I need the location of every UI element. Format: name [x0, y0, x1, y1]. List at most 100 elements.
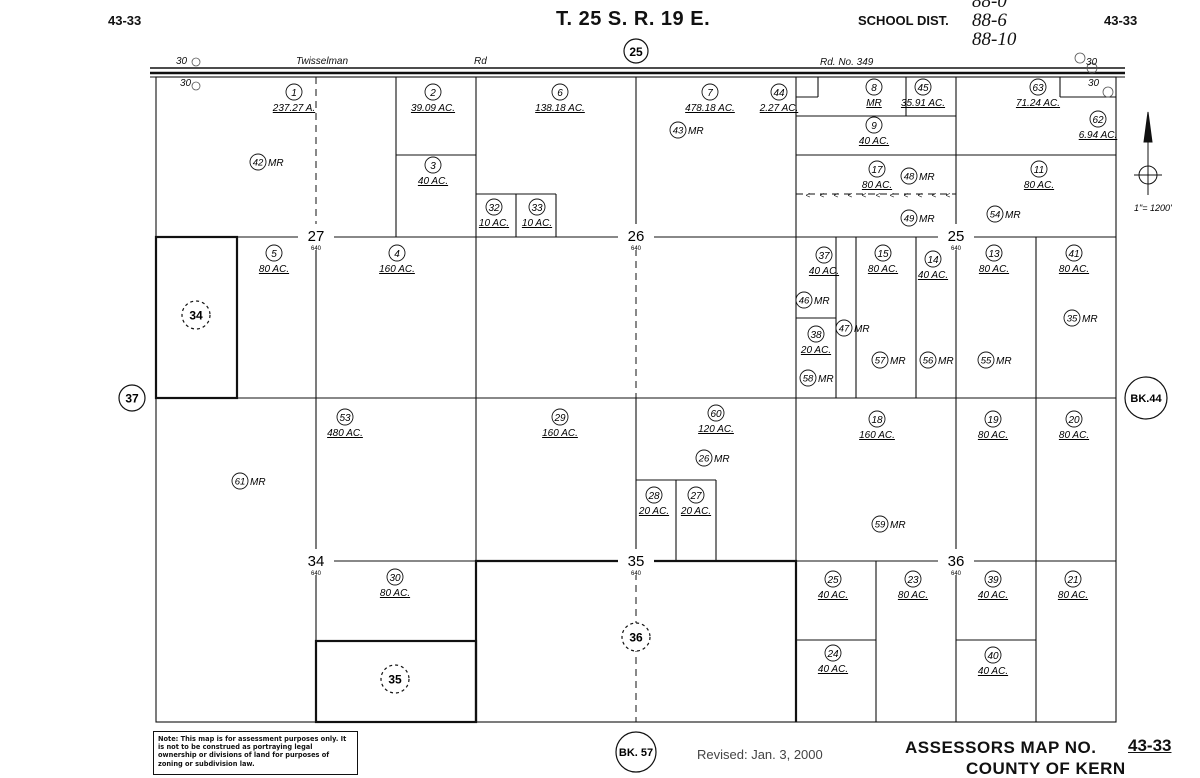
route-number: 25 [629, 45, 643, 59]
parcel-acreage: 80 AC. [898, 590, 928, 601]
mineral-rights-circle [871, 515, 889, 533]
parcel-number: 41 [1068, 249, 1079, 260]
parcel-circle [984, 410, 1002, 428]
school-district-code: 88-10 [972, 29, 1017, 50]
parcel-acreage: 80 AC. [259, 264, 289, 275]
parcel-circle [424, 83, 442, 101]
parcel-acreage: 80 AC. [1058, 590, 1088, 601]
parcel-circle [1030, 160, 1048, 178]
parcel-number: 37 [818, 251, 830, 262]
parcel-acreage: 40 AC. [809, 266, 839, 277]
section-number: 27 [308, 228, 325, 245]
route-circle [623, 38, 649, 64]
parcel-circle [1064, 570, 1082, 588]
section-label-bg [298, 549, 334, 575]
parcel-circle [551, 83, 569, 101]
parcel-acreage: 237.27 A. [272, 103, 315, 114]
mineral-rights-parcel: 54 [990, 210, 1001, 221]
parcel-circle [265, 244, 283, 262]
book-ref-34: 34 [189, 308, 203, 322]
section-dashed [315, 77, 956, 722]
section-label-bg [618, 224, 654, 250]
mineral-rights-circle [249, 153, 267, 171]
parcel-acreage: 80 AC. [1059, 264, 1089, 275]
book-boundary [154, 235, 798, 724]
parcel-circle [865, 78, 883, 96]
parcel-acreage: 40 AC. [818, 664, 848, 675]
mineral-rights-circle [986, 205, 1004, 223]
parcel-number: 2 [429, 88, 436, 99]
parcel-circle [985, 244, 1003, 262]
parcel-acreage: 80 AC. [868, 264, 898, 275]
parcel-number: 27 [689, 491, 702, 502]
parcel-acreage: 80 AC. [380, 588, 410, 599]
mineral-rights-parcel: 58 [803, 374, 814, 385]
parcel-number: 6 [557, 88, 563, 99]
parcel-circle [904, 570, 922, 588]
road-width-label: 30 [1088, 78, 1100, 89]
parcel-circle [984, 570, 1002, 588]
book-ref-west: 37 [125, 391, 139, 405]
parcel-circle [770, 83, 788, 101]
parcel-number: 62 [1092, 115, 1104, 126]
parcel-circle [1065, 410, 1083, 428]
parcel-number: 25 [826, 575, 839, 586]
parcel-number: 15 [877, 249, 889, 260]
parcel-number: 45 [917, 83, 929, 94]
school-district-label: SCHOOL DIST. [858, 13, 949, 28]
section-number: 34 [308, 553, 325, 570]
road-label-rd: Rd [474, 56, 487, 67]
parcel-number: 29 [553, 413, 566, 424]
parcel-circle [1089, 110, 1107, 128]
parcel-circle [824, 644, 842, 662]
mineral-rights-parcel: 59 [875, 520, 886, 531]
mineral-rights-suffix: MR [814, 296, 830, 307]
parcel-circle [868, 410, 886, 428]
section-label-bg [938, 549, 974, 575]
book-ref-west-circle [118, 384, 146, 412]
parcel-acreage: 20 AC. [638, 506, 669, 517]
mineral-rights-circle [900, 167, 918, 185]
parcel-circle [701, 83, 719, 101]
mineral-rights-suffix: MR [996, 356, 1012, 367]
parcel-circle [707, 404, 725, 422]
book-ref-35-circle [380, 664, 410, 694]
north-road [150, 67, 1125, 78]
book-ref-east: BK.44 [1130, 393, 1162, 405]
parcel-acreage: 10 AC. [522, 218, 552, 229]
mineral-rights-parcel: 56 [923, 356, 934, 367]
parcel-number: 63 [1032, 83, 1044, 94]
parcel-circle [984, 646, 1002, 664]
mineral-rights-suffix: MR [1005, 210, 1021, 221]
easement-arrow-icon: < [834, 191, 839, 200]
parcel-circle [551, 408, 569, 426]
mineral-rights-suffix: MR [919, 172, 935, 183]
mineral-rights-circle [795, 291, 813, 309]
parcel-circle [645, 486, 663, 504]
parcel-acreage: 6.94 AC. [1079, 130, 1118, 141]
section-label-bg [938, 224, 974, 250]
parcel-acreage: 39.09 AC. [411, 103, 455, 114]
parcel-number: 32 [488, 203, 500, 214]
parcel-number: 5 [271, 249, 277, 260]
parcel-number: 33 [531, 203, 543, 214]
parcel-acreage: 40 AC. [978, 590, 1008, 601]
road-width-label: 30 [1086, 57, 1098, 68]
revised-date: Revised: Jan. 3, 2000 [697, 747, 823, 762]
parcel-circle [1065, 244, 1083, 262]
parcel-acreage: 10 AC. [479, 218, 509, 229]
mineral-rights-suffix: MR [250, 477, 266, 488]
parcel-circle [874, 244, 892, 262]
mineral-rights-suffix: MR [688, 126, 704, 137]
mineral-rights-circle [900, 209, 918, 227]
easement-arrow-icon: < [904, 191, 909, 200]
road-width-label: 30 [180, 78, 192, 89]
parcel-circle [924, 250, 942, 268]
parcel-acreage: 80 AC. [979, 264, 1009, 275]
book-ref-south-circle [615, 731, 657, 773]
section-acreage: 640 [311, 246, 322, 252]
parcel-number: 44 [773, 88, 785, 99]
parcel-acreage: 160 AC. [542, 428, 578, 439]
county-name: COUNTY OF KERN [966, 759, 1126, 778]
